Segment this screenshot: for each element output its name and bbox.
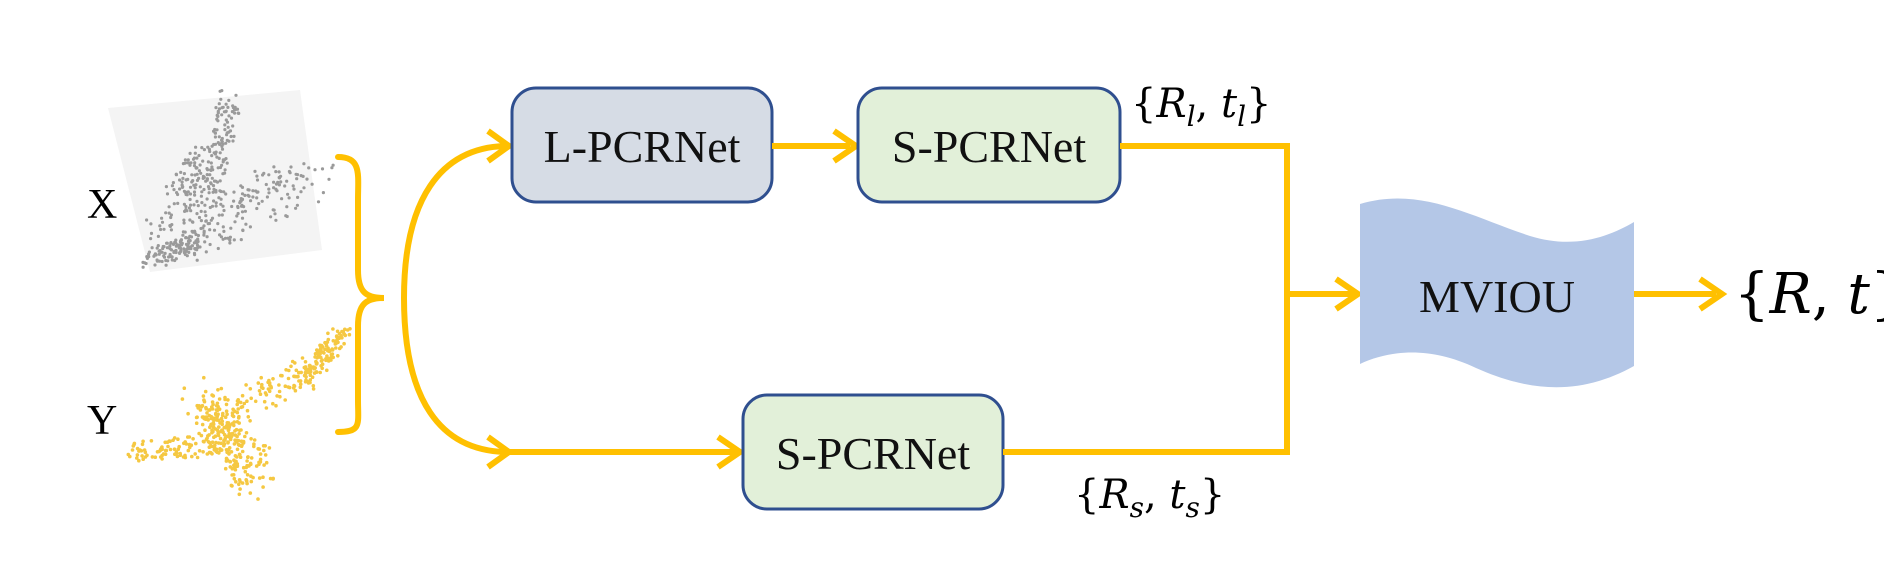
input-grouping-brace	[335, 154, 385, 435]
s-pcrnet-bottom-label: S-PCRNet	[776, 428, 970, 479]
s-pcrnet-top-label: S-PCRNet	[892, 121, 1086, 172]
bottom-output-path	[1003, 294, 1290, 455]
mviou-label: MVIOU	[1419, 271, 1575, 322]
input-y-label: Y	[87, 398, 117, 444]
point-cloud-y	[126, 327, 352, 501]
l-pcrnet-node: L-PCRNet	[510, 86, 774, 204]
lower-branch-arrowhead	[716, 434, 746, 470]
l-pcrnet-label: L-PCRNet	[544, 121, 741, 172]
point-cloud-x-points	[141, 89, 335, 269]
input-x-label: X	[87, 182, 117, 228]
mviou-node: MVIOU	[1360, 198, 1634, 388]
s-pcrnet-bottom-node: S-PCRNet	[741, 393, 1005, 511]
merge-to-mviou-arrowhead	[1334, 276, 1364, 312]
final-output-label: {R, t}	[1734, 262, 1884, 327]
s-pcrnet-top-node: S-PCRNet	[856, 86, 1122, 204]
point-cloud-y-points	[126, 327, 352, 501]
branch-upper-curve	[401, 143, 506, 299]
arrow-l-to-s-head	[832, 128, 862, 164]
bottom-output-label: {Rs, ts}	[1074, 472, 1225, 524]
point-cloud-x	[108, 89, 335, 272]
mviou-to-output-arrowhead	[1698, 276, 1728, 312]
top-output-label: {Rl, tl}	[1131, 81, 1271, 133]
branch-lower-curve	[401, 297, 506, 455]
top-output-path	[1120, 143, 1290, 294]
branch-upper-arrowhead	[486, 128, 515, 164]
